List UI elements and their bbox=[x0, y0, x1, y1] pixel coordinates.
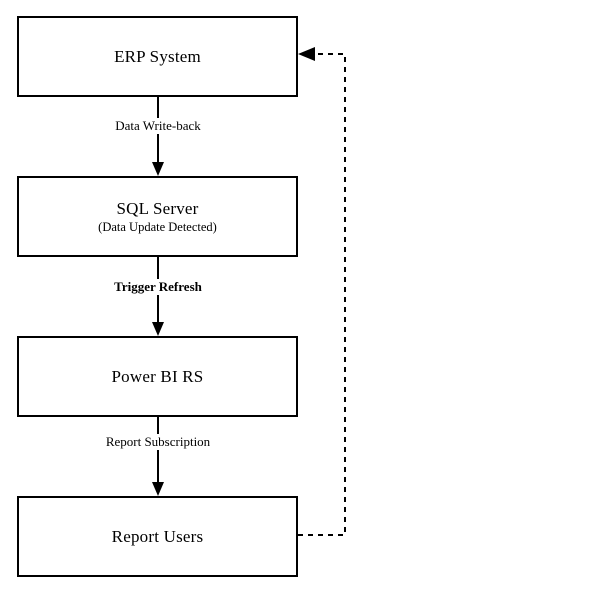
edge-label-trigger-refresh: Trigger Refresh bbox=[111, 279, 205, 295]
node-sql-server-subtitle: (Data Update Detected) bbox=[98, 220, 217, 235]
node-power-bi-rs-label: Power BI RS bbox=[111, 366, 204, 386]
node-report-users[interactable]: Report Users bbox=[17, 496, 298, 577]
connector-pbirs-to-users bbox=[152, 417, 164, 496]
connector-erp-to-sql bbox=[152, 97, 164, 176]
node-report-users-label: Report Users bbox=[111, 526, 204, 546]
node-power-bi-rs[interactable]: Power BI RS bbox=[17, 336, 298, 417]
node-erp-system[interactable]: ERP System bbox=[17, 16, 298, 97]
connector-users-to-erp-feedback bbox=[298, 47, 346, 536]
node-sql-server-label: SQL Server bbox=[116, 198, 199, 218]
connector-sql-to-pbirs bbox=[152, 257, 164, 336]
node-erp-system-label: ERP System bbox=[114, 46, 201, 66]
edge-label-data-write-back: Data Write-back bbox=[112, 118, 204, 134]
node-sql-server[interactable]: SQL Server (Data Update Detected) bbox=[17, 176, 298, 257]
edge-label-report-subscription: Report Subscription bbox=[102, 434, 214, 450]
